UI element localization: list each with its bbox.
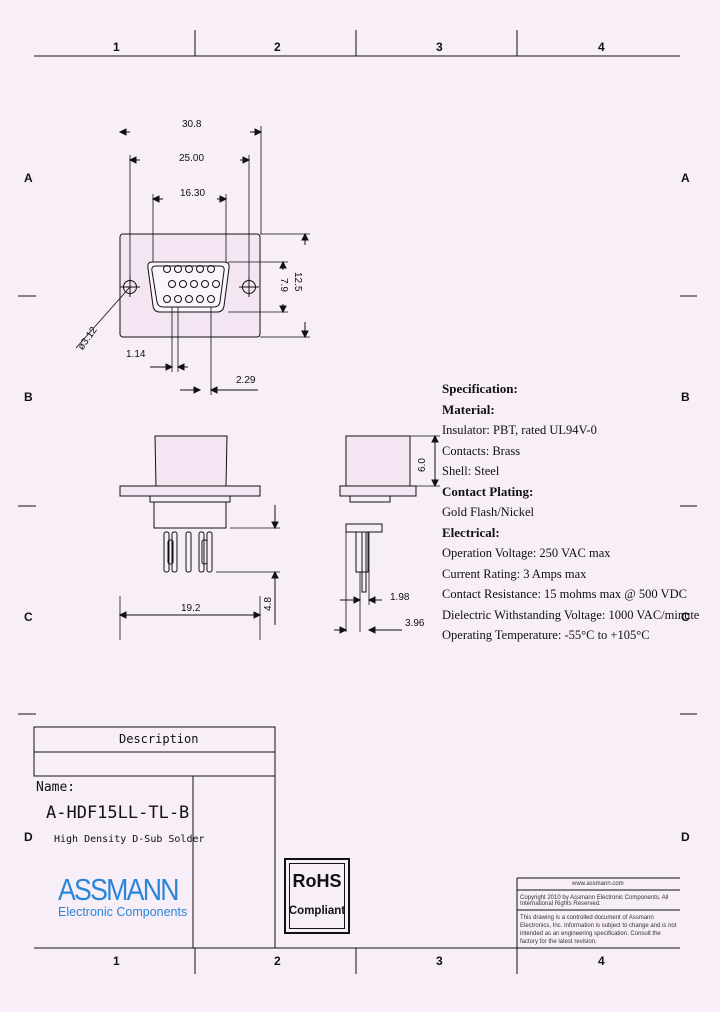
spec-plating-item: Gold Flash/Nickel bbox=[442, 505, 535, 519]
spec-material-item: Insulator: PBT, rated UL94V-0 bbox=[442, 423, 597, 437]
zone-col-2-top: 2 bbox=[274, 40, 281, 54]
dim-shell-width: 16.30 bbox=[180, 188, 206, 199]
spec-material-heading: Material: bbox=[442, 401, 495, 417]
spec-material-item: Contacts: Brass bbox=[442, 443, 521, 458]
dim-overall-width: 30.8 bbox=[182, 119, 202, 130]
specification-block: Specification: Material: Insulator: PBT,… bbox=[442, 379, 699, 646]
zone-col-4-top: 4 bbox=[598, 40, 605, 54]
spec-electrical-item: Operation Voltage: 250 VAC max bbox=[442, 546, 611, 560]
front-pins bbox=[163, 531, 213, 573]
front-view bbox=[118, 435, 280, 640]
dim-row-offset: 2.29 bbox=[236, 375, 256, 386]
company-subtitle: Electronic Components bbox=[58, 905, 188, 919]
zone-col-1-top: 1 bbox=[113, 40, 120, 54]
rohs-badge: RoHS Compliant bbox=[284, 858, 350, 934]
dim-row-pitch: 7.9 bbox=[278, 278, 289, 292]
title-block bbox=[33, 726, 680, 949]
zone-row-d-right: D bbox=[681, 830, 690, 844]
pin-holes bbox=[163, 265, 220, 303]
zone-col-2-bottom: 2 bbox=[274, 954, 281, 968]
zone-col-1-bottom: 1 bbox=[113, 954, 120, 968]
zone-row-a-left: A bbox=[24, 171, 33, 185]
top-view bbox=[75, 126, 310, 395]
zone-row-d-left: D bbox=[24, 830, 33, 844]
spec-electrical-item: Dielectric Withstanding Voltage: 1000 VA… bbox=[442, 607, 700, 622]
dim-front-width: 19.2 bbox=[181, 603, 201, 614]
name-label: Name: bbox=[36, 780, 76, 795]
side-view bbox=[334, 434, 440, 634]
spec-electrical-item: Contact Resistance: 15 mohms max @ 500 V… bbox=[442, 587, 687, 601]
disclaimer: This drawing is a controlled document of… bbox=[520, 914, 678, 946]
spec-electrical-heading: Electrical: bbox=[442, 524, 500, 540]
zone-row-c-left: C bbox=[24, 610, 33, 624]
dim-side-overall: 3.96 bbox=[405, 618, 425, 629]
disclaimer-text: This drawing is a controlled document of… bbox=[520, 915, 677, 945]
zone-col-3-bottom: 3 bbox=[436, 954, 443, 968]
dim-side-height: 6.0 bbox=[417, 458, 428, 472]
dim-mount-pitch: 25.00 bbox=[179, 153, 205, 164]
zone-col-3-top: 3 bbox=[436, 40, 443, 54]
zone-col-4-bottom: 4 bbox=[598, 954, 605, 968]
dim-height: 12.5 bbox=[292, 272, 303, 292]
rohs-subtitle: Compliant bbox=[288, 905, 346, 917]
part-number: A-HDF15LL-TL-B bbox=[46, 803, 190, 823]
dim-pin-offset: 1.98 bbox=[390, 592, 410, 603]
assmann-logo: ASSMANN Electronic Components bbox=[58, 872, 197, 919]
copyright: Copyright 2010 by Assmann Electronic Com… bbox=[520, 895, 680, 907]
drawing-frame bbox=[18, 30, 697, 974]
dim-pin-pitch: 1.14 bbox=[126, 349, 146, 360]
zone-row-b-left: B bbox=[24, 390, 33, 404]
spec-plating-heading: Contact Plating: bbox=[442, 483, 534, 499]
spec-electrical-item: Current Rating: 3 Amps max bbox=[442, 566, 587, 581]
zone-row-a-right: A bbox=[681, 171, 690, 185]
spec-material-item: Shell: Steel bbox=[442, 464, 500, 478]
spec-electrical-item: Operating Temperature: -55°C to +105°C bbox=[442, 628, 650, 642]
company-name: ASSMANN bbox=[58, 872, 180, 907]
dim-pin-length: 4.8 bbox=[263, 597, 274, 611]
spec-title: Specification: bbox=[442, 381, 518, 396]
part-description: High Density D-Sub Solder bbox=[54, 834, 205, 845]
rohs-title: RoHS bbox=[292, 871, 342, 891]
zone-row-b-right: B bbox=[681, 390, 690, 404]
zone-row-c-right: C bbox=[681, 610, 690, 624]
copyright-text: Copyright 2010 by Assmann Electronic Com… bbox=[520, 895, 669, 907]
description-label: Description bbox=[119, 732, 199, 746]
website: www.assmann.com bbox=[572, 881, 624, 887]
